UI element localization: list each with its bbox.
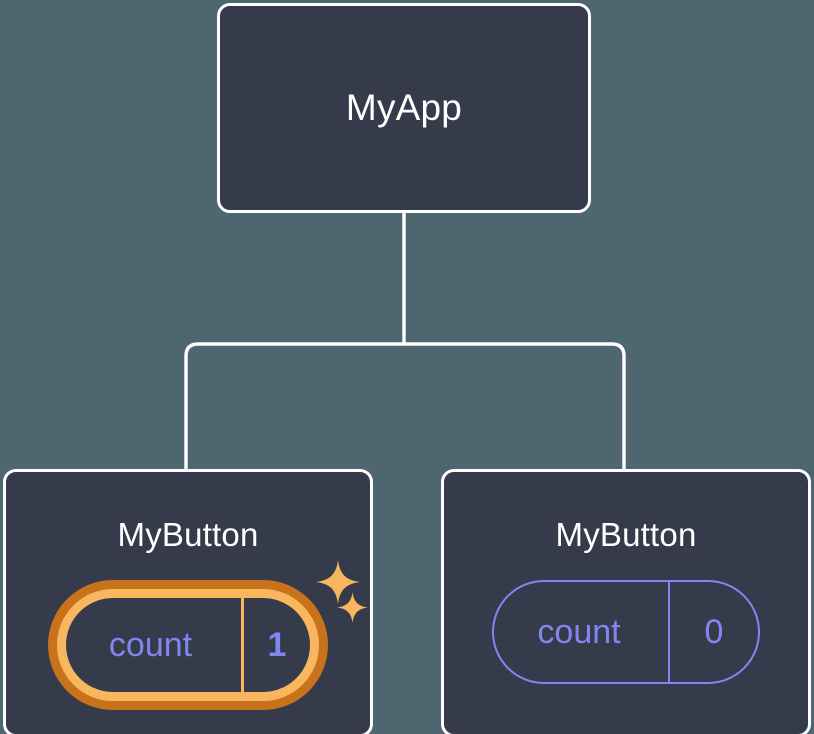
node-mybutton-2[interactable]: MyButton count 0 <box>441 469 811 734</box>
state-pill-wrapper-1: count 1 <box>48 580 328 710</box>
state-pill-wrapper-2: count 0 <box>492 580 760 684</box>
node-myapp-title: MyApp <box>345 87 463 128</box>
node-mybutton-2-title: MyButton <box>555 516 697 553</box>
state-value-label: 0 <box>668 582 758 682</box>
state-pill-count-plain[interactable]: count 0 <box>492 580 760 684</box>
node-myapp[interactable]: MyApp <box>217 3 591 213</box>
state-pill-inner: count 1 <box>66 598 310 692</box>
connector-branch-bus <box>184 342 626 470</box>
node-mybutton-1-title: MyButton <box>117 516 259 553</box>
state-pill-count-highlighted[interactable]: count 1 <box>48 580 328 710</box>
state-value-label: 1 <box>241 598 310 692</box>
state-key-label: count <box>537 612 621 651</box>
state-key-label: count <box>108 625 193 664</box>
node-mybutton-1[interactable]: MyButton count 1 <box>3 469 373 734</box>
